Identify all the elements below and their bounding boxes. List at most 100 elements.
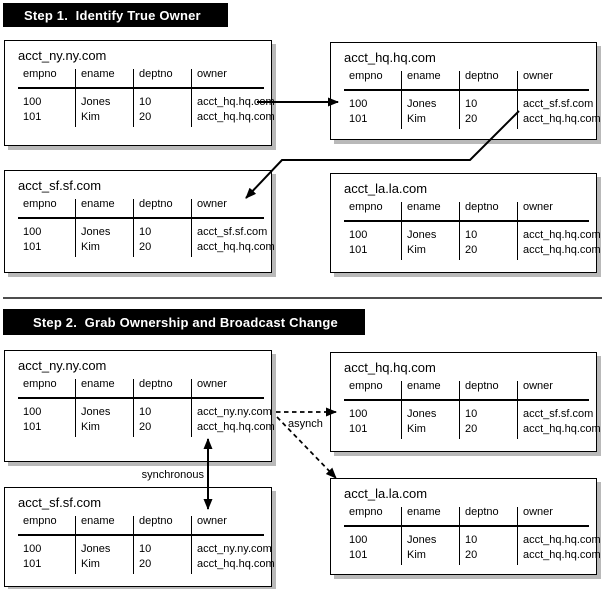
table-cell: 20 bbox=[139, 111, 152, 123]
table-cell: 101 bbox=[23, 558, 42, 570]
table-cell: Kim bbox=[407, 549, 426, 561]
column-separator bbox=[133, 516, 134, 574]
header-row: empno ename deptno owner bbox=[331, 201, 596, 214]
column-separator bbox=[191, 379, 192, 437]
table-cell: 101 bbox=[23, 421, 42, 433]
header-underline bbox=[344, 89, 589, 91]
table-cell: 10 bbox=[139, 406, 152, 418]
table-cell: 20 bbox=[139, 558, 152, 570]
column-header: deptno bbox=[139, 515, 173, 527]
column-header: deptno bbox=[465, 506, 499, 518]
column-header: ename bbox=[407, 201, 441, 213]
table-cell: 100 bbox=[349, 534, 368, 546]
column-separator bbox=[191, 69, 192, 127]
column-separator bbox=[517, 381, 518, 439]
column-separator bbox=[459, 507, 460, 565]
column-separator bbox=[191, 199, 192, 257]
column-separator bbox=[75, 379, 76, 437]
table-cell: 10 bbox=[139, 96, 152, 108]
table-cell: 101 bbox=[23, 241, 42, 253]
column-separator bbox=[459, 381, 460, 439]
table-cell: 10 bbox=[139, 543, 152, 555]
column-separator bbox=[401, 202, 402, 260]
table-cell: acct_hq.hq.com bbox=[523, 229, 601, 241]
column-header: empno bbox=[349, 70, 383, 82]
column-header: ename bbox=[407, 506, 441, 518]
table-cell: 20 bbox=[139, 421, 152, 433]
table-cell: 100 bbox=[349, 98, 368, 110]
table-cell: acct_hq.hq.com bbox=[197, 421, 275, 433]
table-row: 101 Kim 20 acct_hq.hq.com bbox=[5, 558, 275, 571]
header-row: empno ename deptno owner bbox=[5, 515, 271, 528]
column-header: owner bbox=[523, 506, 553, 518]
column-header: empno bbox=[23, 515, 57, 527]
column-header: ename bbox=[407, 380, 441, 392]
table-title: acct_hq.hq.com bbox=[344, 360, 436, 375]
synchronous-label: synchronous bbox=[141, 469, 204, 481]
column-header: deptno bbox=[139, 378, 173, 390]
column-header: deptno bbox=[465, 70, 499, 82]
table-cell: acct_ny.ny.com bbox=[197, 406, 272, 418]
column-header: empno bbox=[349, 380, 383, 392]
step1-header-bar: Step 1. Identify True Owner bbox=[3, 3, 228, 27]
table-title: acct_hq.hq.com bbox=[344, 50, 436, 65]
table-cell: acct_sf.sf.com bbox=[523, 408, 594, 420]
column-header: deptno bbox=[139, 198, 173, 210]
column-header: ename bbox=[81, 515, 115, 527]
table-cell: Jones bbox=[81, 543, 111, 555]
column-separator bbox=[517, 507, 518, 565]
table-cell: 10 bbox=[465, 98, 478, 110]
column-separator bbox=[517, 71, 518, 129]
table-cell: acct_hq.hq.com bbox=[197, 96, 275, 108]
table-cell: 100 bbox=[23, 406, 42, 418]
table-cell: acct_sf.sf.com bbox=[197, 226, 268, 238]
column-header: owner bbox=[523, 201, 553, 213]
column-separator bbox=[75, 199, 76, 257]
table-cell: Kim bbox=[81, 558, 100, 570]
table-cell: 101 bbox=[349, 549, 368, 561]
header-underline bbox=[344, 220, 589, 222]
table-cell: acct_hq.hq.com bbox=[197, 558, 275, 570]
column-header: owner bbox=[197, 515, 227, 527]
table-cell: 10 bbox=[465, 229, 478, 241]
column-separator bbox=[133, 199, 134, 257]
column-header: empno bbox=[23, 198, 57, 210]
table-cell: 20 bbox=[465, 113, 478, 125]
table-cell: 100 bbox=[23, 96, 42, 108]
column-separator bbox=[401, 71, 402, 129]
table-cell: 20 bbox=[465, 423, 478, 435]
table-cell: acct_hq.hq.com bbox=[523, 534, 601, 546]
column-separator bbox=[191, 516, 192, 574]
table-cell: Kim bbox=[81, 241, 100, 253]
column-separator bbox=[133, 69, 134, 127]
column-header: deptno bbox=[139, 68, 173, 80]
table-cell: Jones bbox=[407, 408, 437, 420]
table-cell: 101 bbox=[349, 244, 368, 256]
header-underline bbox=[18, 217, 264, 219]
column-header: deptno bbox=[465, 201, 499, 213]
table-cell: 100 bbox=[349, 408, 368, 420]
column-header: empno bbox=[349, 201, 383, 213]
table-cell: 100 bbox=[23, 543, 42, 555]
table-cell: 10 bbox=[139, 226, 152, 238]
column-header: owner bbox=[523, 70, 553, 82]
column-separator bbox=[517, 202, 518, 260]
